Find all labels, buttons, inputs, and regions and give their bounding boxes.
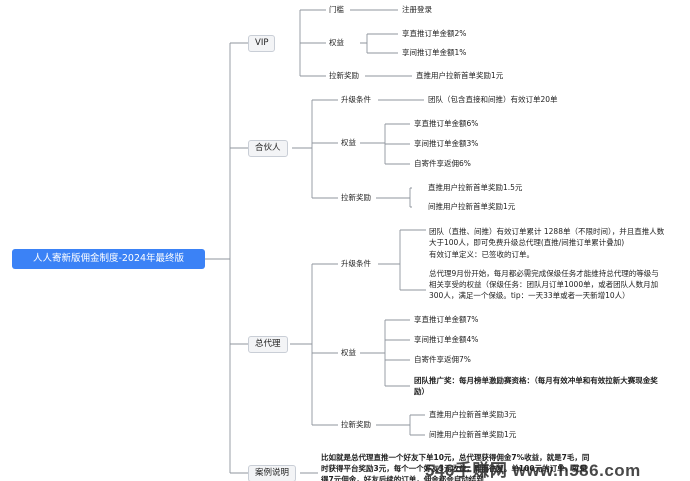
partner-right-1: 享直推订单金额6% (414, 119, 479, 128)
agent-reward-1: 直推用户拉新首单奖励3元 (429, 410, 517, 419)
agent-reward-2: 间推用户拉新首单奖励1元 (429, 430, 517, 439)
partner-reward-2: 间推用户拉新首单奖励1元 (428, 202, 516, 211)
partner-reward-label: 拉新奖励 (341, 193, 371, 202)
partner-rights-label: 权益 (341, 138, 356, 147)
vip-threshold-label: 门槛 (329, 5, 344, 14)
branch-case: 案例说明 (248, 465, 297, 481)
agent-reward-label: 拉新奖励 (341, 420, 371, 429)
partner-upgrade-value: 团队（包含直接和间推）有效订单20单 (428, 95, 558, 104)
agent-upgrade-text-3: 总代理9月份开始，每月都必需完成保级任务才能维持总代理的等级与相关享受的权益（保… (429, 269, 659, 300)
vip-reward-label: 拉新奖励 (329, 71, 359, 80)
vip-rights-label: 权益 (329, 38, 344, 47)
branch-vip: VIP (248, 35, 276, 52)
agent-right-2: 享间推订单金额4% (414, 335, 479, 344)
agent-team-promo: 团队推广奖：每月榜单激励赛资格：（每月有效冲单和有效拉新大赛现金奖励） (414, 376, 658, 396)
agent-right-3: 自寄件享返佣7% (414, 355, 471, 364)
vip-reward-value: 直推用户拉新首单奖励1元 (416, 71, 504, 80)
root-node: 人人寄新版佣金制度-2024年最终版 (12, 249, 205, 269)
partner-upgrade-label: 升级条件 (341, 95, 371, 104)
vip-threshold-value: 注册登录 (402, 5, 432, 14)
agent-upgrade-text-1: 团队（直推、间推）有效订单累计 1288单（不限时间），并且直推人数大于100人… (429, 227, 665, 247)
watermark: 546手赚网 www.h586.com (425, 461, 641, 480)
agent-right-1: 享直推订单金额7% (414, 315, 479, 324)
partner-reward-1: 直推用户拉新首单奖励1.5元 (428, 183, 523, 192)
agent-rights-label: 权益 (341, 348, 356, 357)
agent-upgrade-label: 升级条件 (341, 259, 371, 268)
partner-right-2: 享间推订单金额3% (414, 139, 479, 148)
branch-agent: 总代理 (248, 336, 288, 353)
branch-partner: 合伙人 (248, 140, 288, 157)
partner-right-3: 自寄件享返佣6% (414, 159, 471, 168)
agent-upgrade-text-2: 有效订单定义：已签收的订单。 (429, 250, 534, 259)
case-description: 比如就是总代理直推一个好友下单10元，总代理获得佣金7%收益，就是7毛，同时获得… (321, 453, 590, 481)
vip-right-1: 享直推订单金额2% (402, 29, 467, 38)
vip-right-2: 享间推订单金额1% (402, 48, 467, 57)
